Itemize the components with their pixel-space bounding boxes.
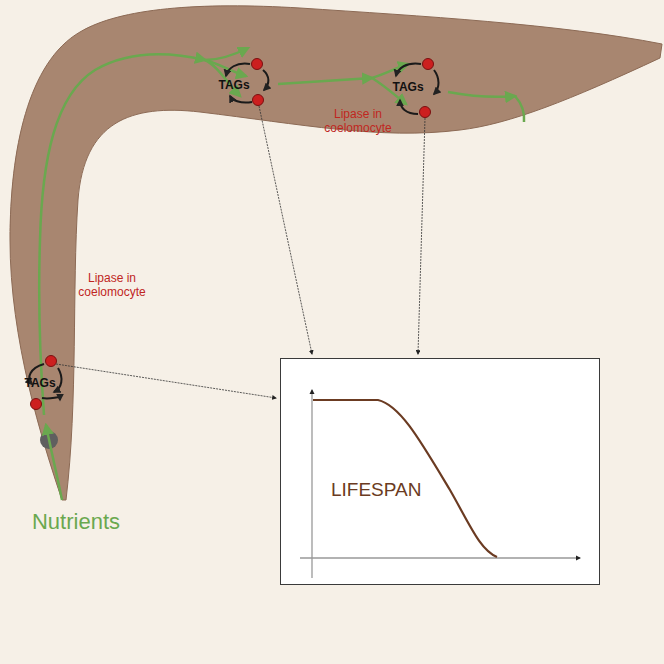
nutrients-label: Nutrients: [32, 509, 120, 534]
chart-panel: [280, 358, 600, 585]
lipase-label: Lipase in coelomocyte: [318, 108, 398, 136]
lifespan-chart: [300, 390, 580, 578]
leader-lines: [56, 106, 425, 398]
cycle-arrows: [29, 64, 438, 400]
tag-label: TAGs: [24, 377, 55, 391]
lifespan-box: LIFESPAN: [280, 358, 600, 585]
chart-label: LIFESPAN: [331, 479, 421, 501]
coelomocyte: [31, 59, 434, 410]
tag-label: TAGs: [218, 79, 249, 93]
tag-label: TAGs: [392, 81, 423, 95]
lipase-label: Lipase in coelomocyte: [72, 272, 152, 300]
